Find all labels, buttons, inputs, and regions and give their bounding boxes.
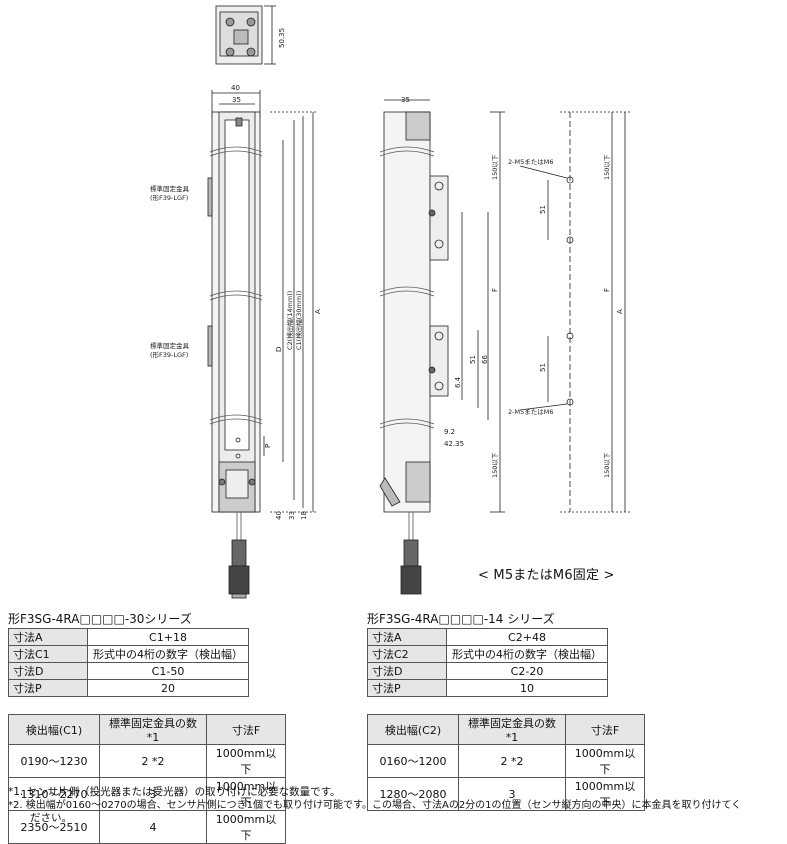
dim-side-64: 6.4: [454, 376, 462, 388]
spec-value: 形式中の4桁の数字（検出幅）: [446, 645, 608, 663]
dim-bottom-18: 18: [300, 511, 308, 520]
spec-label: 寸法C2: [367, 645, 447, 663]
cell: 1000mm以下: [206, 810, 286, 844]
dim-A-front: A: [314, 309, 322, 314]
hole-label-top: 2-M5またはM6: [508, 158, 553, 166]
spec-label: 寸法D: [367, 662, 447, 680]
dim-side-51: 51: [469, 355, 477, 364]
footnote-2: *2. 検出幅が0160～0270の場合、センサ片側につき1個でも取り付け可能で…: [8, 800, 742, 811]
col-header: 検出幅(C1): [8, 714, 100, 745]
dim-width-35: 35: [232, 96, 241, 104]
cell: 0190～1230: [8, 744, 100, 778]
series-14-title: 形F3SG-4RA□□□□-14 シリーズ: [367, 612, 555, 626]
bracket-label-2: 標準固定金具: [150, 341, 190, 350]
cell: 1000mm以下: [565, 777, 645, 811]
spec-value: C1-50: [87, 662, 249, 680]
cell: 1000mm以下: [565, 744, 645, 778]
spec-label: 寸法D: [8, 662, 88, 680]
dimension-drawing: 50.35 40 35 標準固定金具 (形F39-LGF) 標準固定金具 (形F…: [150, 5, 630, 599]
dim-P: P: [264, 444, 272, 448]
dim-mount-51-bottom: 51: [539, 363, 547, 372]
dim-bottom-33: 33: [288, 511, 296, 520]
front-view: [207, 90, 318, 599]
cell: 1000mm以下: [206, 744, 286, 778]
top-view: [215, 5, 276, 65]
dim-D: D: [275, 347, 283, 352]
mount-note: < M5またはM6固定 >: [478, 568, 615, 583]
dim-mount-150-bottom: 150以下: [603, 452, 611, 478]
footnote-1: *1. センサ片側（投光器または受光器）の取り付けに必要な数量です。: [8, 786, 341, 798]
spec-label: 寸法P: [8, 679, 88, 697]
spec-value: C2+48: [446, 628, 608, 646]
dim-mount-F: F: [603, 288, 611, 292]
dim-mount-150-top: 150以下: [603, 154, 611, 180]
hole-label-bottom: 2-M5またはM6: [508, 408, 553, 416]
cell: 4: [99, 810, 207, 844]
table-header-row: 検出幅(C1) 標準固定金具の数 *1 寸法F: [8, 714, 286, 745]
bracket-label-2b: (形F39-LGF): [150, 351, 188, 359]
dim-side-35: 35: [401, 96, 410, 104]
dim-top-height: 50.35: [278, 28, 286, 48]
spec-label: 寸法A: [8, 628, 88, 646]
dim-side-4235: 42.35: [444, 440, 464, 448]
dim-side-150-top: 150以下: [491, 154, 499, 180]
dim-side-150-bottom: 150以下: [491, 452, 499, 478]
col-header: 標準固定金具の数 *1: [458, 714, 566, 745]
mount-view: [519, 111, 630, 513]
spec-value: 10: [446, 679, 608, 697]
col-header: 寸法F: [206, 714, 286, 745]
bracket-label-1b: (形F39-LGF): [150, 194, 188, 202]
dim-mount-A: A: [616, 309, 624, 314]
spec-value: 形式中の4桁の数字（検出幅）: [87, 645, 249, 663]
spec-label: 寸法C1: [8, 645, 88, 663]
spec-value: C2-20: [446, 662, 608, 680]
dim-side-F: F: [491, 288, 499, 292]
spec-label: 寸法A: [367, 628, 447, 646]
dim-C1: C1(検出幅(30mm)): [294, 291, 303, 350]
cell: 3: [458, 777, 566, 811]
bracket-label-1: 標準固定金具: [150, 184, 190, 193]
dim-C2: C2(検出幅(14mm)): [285, 291, 294, 350]
spec-label: 寸法P: [367, 679, 447, 697]
dim-side-66: 66: [481, 355, 489, 364]
cell: 2 *2: [458, 744, 566, 778]
col-header: 標準固定金具の数 *1: [99, 714, 207, 745]
dim-bottom-40: 40: [275, 511, 283, 520]
spec-value: C1+18: [87, 628, 249, 646]
cell: 3: [99, 777, 207, 811]
dim-width-40: 40: [231, 84, 240, 92]
side-view: [379, 99, 505, 595]
cell: 2 *2: [99, 744, 207, 778]
dim-side-92: 9.2: [444, 428, 455, 436]
footnote-2-cont: ださい。: [30, 812, 72, 824]
dim-mount-51-top: 51: [539, 205, 547, 214]
cell: 0160～1200: [367, 744, 459, 778]
col-header: 検出幅(C2): [367, 714, 459, 745]
table-header-row: 検出幅(C2) 標準固定金具の数 *1 寸法F: [367, 714, 645, 745]
spec-value: 20: [87, 679, 249, 697]
col-header: 寸法F: [565, 714, 645, 745]
series-30-title: 形F3SG-4RA□□□□-30シリーズ: [8, 612, 192, 626]
